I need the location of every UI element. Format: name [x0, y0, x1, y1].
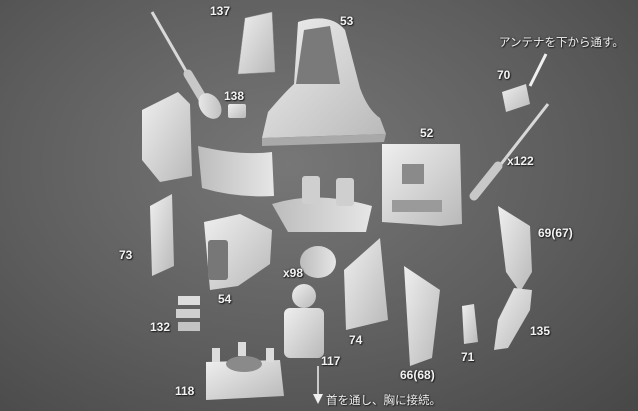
label-71: 71	[461, 350, 475, 364]
label-122: x122	[507, 154, 534, 168]
label-54: 54	[218, 292, 232, 306]
antenna-right	[469, 103, 550, 201]
part-52	[382, 144, 462, 226]
antenna-arrow	[528, 53, 548, 87]
label-74: 74	[349, 333, 363, 347]
part-53	[262, 18, 386, 146]
part-70	[502, 84, 530, 112]
part-71	[462, 304, 478, 344]
label-137: 137	[210, 4, 231, 18]
label-52: 52	[420, 126, 434, 140]
part-shield	[198, 146, 274, 197]
part-138	[228, 104, 246, 118]
part-132	[176, 296, 200, 331]
part-117	[284, 284, 324, 358]
part-54	[204, 214, 272, 290]
part-74	[344, 238, 388, 330]
neck-arrow	[313, 366, 323, 404]
label-98: x98	[283, 266, 304, 280]
label-117: 117	[321, 354, 341, 368]
part-69	[498, 206, 532, 292]
part-66	[404, 266, 440, 366]
label-69: 69(67)	[538, 226, 573, 240]
label-135: 135	[530, 324, 551, 338]
part-98	[300, 246, 336, 278]
note-neck: 首を通し、胸に接続。	[326, 395, 441, 407]
label-73: 73	[119, 248, 133, 262]
note-antenna: アンテナを下から通す。	[499, 37, 624, 49]
label-53: 53	[340, 14, 354, 28]
label-70: 70	[497, 68, 511, 82]
label-132: 132	[150, 320, 171, 334]
label-66: 66(68)	[400, 368, 435, 382]
part-118	[206, 342, 284, 400]
label-118: 118	[175, 384, 195, 398]
part-shoulder-left	[142, 92, 192, 182]
part-cockpit	[272, 176, 372, 232]
part-135	[494, 288, 532, 350]
label-138: 138	[224, 89, 245, 103]
part-73	[150, 194, 174, 276]
antenna-left	[150, 11, 222, 119]
part-137	[237, 11, 276, 75]
